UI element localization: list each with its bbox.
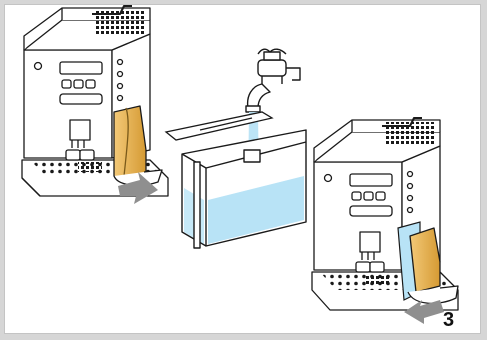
- step-number: 3: [443, 310, 454, 330]
- hand-left: [114, 106, 162, 185]
- hand-right: [408, 228, 458, 303]
- water-tap: [246, 49, 300, 112]
- water-tank: [182, 130, 306, 248]
